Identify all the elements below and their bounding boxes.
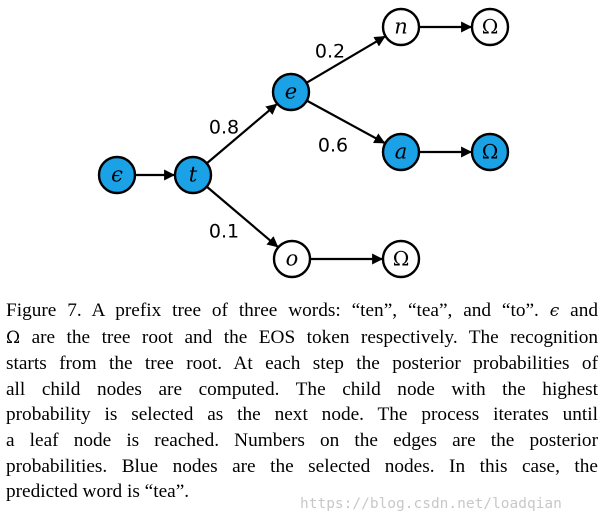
caption-text: are the tree root and the EOS token resp…	[20, 326, 598, 348]
edge-probability-label: 0.2	[315, 41, 345, 63]
edge-probability-label: 0.1	[209, 221, 239, 243]
caption-line: probability is selected as the next node…	[6, 402, 598, 428]
caption-text: probability is selected as the next node…	[6, 404, 598, 426]
node-label: ϵ	[111, 163, 123, 187]
tree-node-n_eos: Ω	[470, 7, 510, 47]
caption-text: a leaf node is reached. Numbers on the e…	[6, 429, 598, 451]
caption-text: starts from the tree root. At each step …	[6, 353, 598, 375]
edge-probability-label: 0.6	[318, 135, 348, 157]
watermark-text: https://blog.csdn.net/loadqian	[300, 496, 562, 512]
caption-line: a leaf node is reached. Numbers on the e…	[6, 428, 598, 454]
caption-line: predicted word is “tea”.	[6, 479, 598, 505]
caption-line: Figure 7. A prefix tree of three words: …	[6, 298, 598, 325]
node-label: Ω	[482, 140, 499, 164]
node-label: o	[286, 247, 299, 271]
node-circle	[272, 239, 312, 279]
edge-probability-label: 0.8	[209, 117, 239, 139]
node-label: Ω	[482, 15, 499, 39]
node-label: n	[394, 15, 408, 39]
tree-node-a: a	[381, 132, 421, 172]
node-label: t	[189, 163, 198, 187]
node-label: Ω	[393, 247, 410, 271]
caption-symbol: ϵ	[549, 301, 560, 321]
selected-node-circle	[97, 155, 137, 195]
selected-node-circle	[470, 132, 510, 172]
tree-node-t: t	[173, 155, 213, 195]
edge-t-to-e	[206, 103, 278, 165]
node-label: e	[285, 80, 297, 104]
caption-text: and	[559, 300, 598, 321]
edge-e-to-n	[305, 35, 386, 84]
tree-node-a_eos: Ω	[470, 132, 510, 172]
caption-line: probabilities. Blue nodes are the select…	[6, 454, 598, 480]
edge-e-to-a	[306, 99, 386, 144]
caption-line: starts from the tree root. At each step …	[6, 351, 598, 377]
tree-node-root: ϵ	[97, 155, 137, 195]
caption-text: all child nodes are computed. The child …	[6, 378, 598, 400]
caption-text: probabilities. Blue nodes are the select…	[6, 455, 598, 477]
figure-caption: Figure 7. A prefix tree of three words: …	[6, 298, 598, 505]
caption-text: predicted word is “tea”.	[6, 481, 190, 503]
selected-node-circle	[271, 72, 311, 112]
selected-node-circle	[173, 155, 213, 195]
edges-layer: 0.8 0.1 0.2 0.6	[135, 21, 473, 265]
selected-node-circle	[381, 132, 421, 172]
node-circle	[470, 7, 510, 47]
node-circle	[381, 7, 421, 47]
caption-symbol: Ω	[6, 327, 21, 348]
caption-line: all child nodes are computed. The child …	[6, 377, 598, 403]
tree-node-n: n	[381, 7, 421, 47]
caption-text: Figure 7. A prefix tree of three words: …	[6, 300, 550, 321]
node-label: a	[395, 140, 408, 164]
edge-t-to-o	[206, 185, 279, 248]
node-circle	[381, 239, 421, 279]
tree-node-o: o	[272, 239, 312, 279]
caption-line: Ω are the tree root and the EOS token re…	[6, 325, 598, 352]
tree-node-e: e	[271, 72, 311, 112]
tree-node-o_eos: Ω	[381, 239, 421, 279]
